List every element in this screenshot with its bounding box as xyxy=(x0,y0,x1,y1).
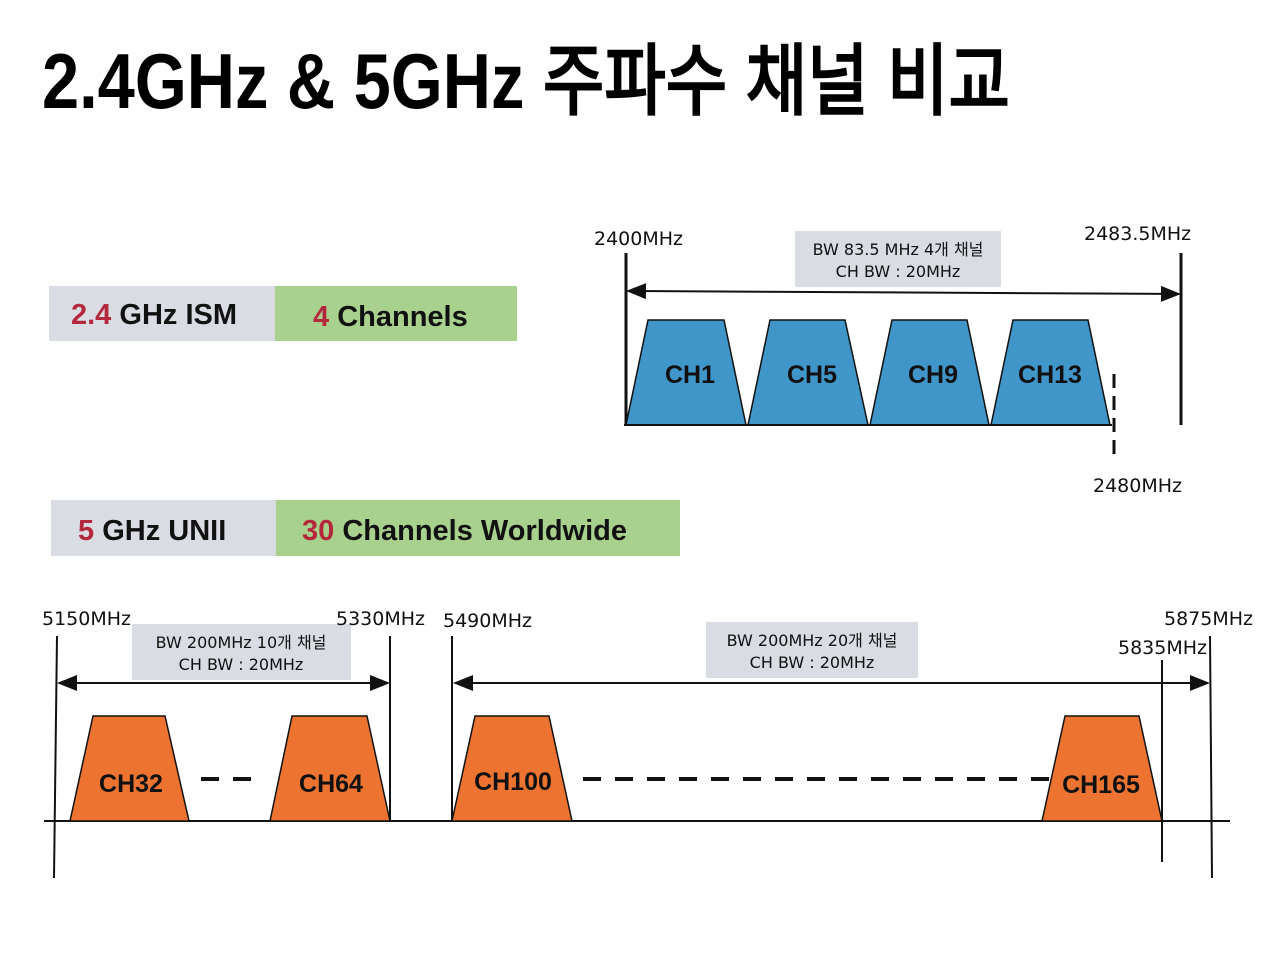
band24-name: 2.4 GHz ISM xyxy=(71,299,237,331)
channel-shape-ch165 xyxy=(1041,715,1163,822)
channel-ch9: CH9 xyxy=(908,361,958,389)
channel-ch5: CH5 xyxy=(787,361,837,389)
channel-ch100: CH100 xyxy=(474,768,552,796)
channel-shape-ch32 xyxy=(69,715,190,822)
band24-note-line1: BW 83.5 MHz 4개 채널 xyxy=(813,240,984,259)
channel-shape-ch100 xyxy=(451,715,573,822)
band24-count: 4 Channels xyxy=(313,301,468,333)
channel-shape-ch64 xyxy=(269,715,391,822)
band5-low-end-label: 5330MHz xyxy=(336,608,425,630)
page-title: 2.4GHz & 5GHz 주파수 채널 비교 xyxy=(42,37,1010,125)
band24-badge: 2.4 GHz ISM 4 Channels xyxy=(49,286,517,341)
band5-high-end-label: 5875MHz xyxy=(1164,608,1253,630)
band5-low-note-line1: BW 200MHz 10개 채널 xyxy=(156,633,327,652)
band5-badge: 5 GHz UNII 30 Channels Worldwide xyxy=(51,500,680,556)
channel-ch32: CH32 xyxy=(99,770,163,798)
band5-name: 5 GHz UNII xyxy=(78,515,226,547)
channel-ch1: CH1 xyxy=(665,361,715,389)
band5-high-note-line2: CH BW : 20MHz xyxy=(750,653,875,672)
band24-end-label: 2483.5MHz xyxy=(1084,223,1191,245)
band5-high-mid-label: 5835MHz xyxy=(1118,637,1207,659)
band5-low-start-label: 5150MHz xyxy=(42,608,131,630)
band5-high-start-label: 5490MHz xyxy=(443,610,532,632)
band5-low-note-line2: CH BW : 20MHz xyxy=(179,655,304,674)
band5-count: 30 Channels Worldwide xyxy=(302,515,627,547)
band24-start-label: 2400MHz xyxy=(594,228,683,250)
band24-note-line2: CH BW : 20MHz xyxy=(836,262,961,281)
channel-ch13: CH13 xyxy=(1018,361,1082,389)
channel-ch165: CH165 xyxy=(1062,771,1140,799)
channel-ch64: CH64 xyxy=(299,770,363,798)
band24-diagram: BW 83.5 MHz 4개 채널 CH BW : 20MHz 2400MHz … xyxy=(594,223,1191,497)
band5-diagram: BW 200MHz 10개 채널 CH BW : 20MHz BW 200MHz… xyxy=(42,608,1253,879)
band5-high-note-line1: BW 200MHz 20개 채널 xyxy=(727,631,898,650)
band24-last-label: 2480MHz xyxy=(1093,475,1182,497)
